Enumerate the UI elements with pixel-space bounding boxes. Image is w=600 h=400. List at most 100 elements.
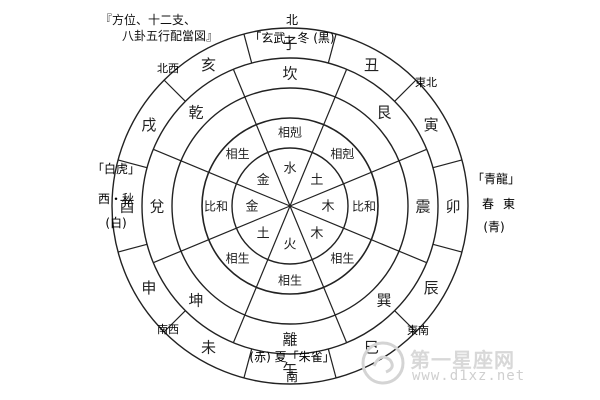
trigram-ring: [171, 87, 409, 325]
branch-label-申: 申: [141, 279, 156, 297]
watermark-url: www.d1xz.net: [412, 368, 526, 384]
branch-divider: [394, 79, 417, 102]
title-line-2: 八卦五行配當図』: [122, 29, 219, 43]
title-line-1: 『方位、十二支、: [100, 13, 197, 27]
relation-label-5: 相生: [226, 252, 250, 266]
element-label-6: 金: [245, 199, 258, 215]
relation-divider: [244, 96, 269, 153]
trigram-label-震: 震: [415, 197, 430, 215]
element-divider: [289, 152, 313, 207]
element-label-4: 火: [283, 238, 296, 253]
west-season-3: (白): [105, 215, 126, 230]
west-season-2: 西・秋: [98, 192, 134, 206]
branch-divider: [327, 348, 337, 379]
watermark: 第一星座网 www.d1xz.net: [360, 340, 580, 388]
branch-divider: [163, 79, 186, 102]
labels: 子丑寅卯辰巳午未申酉戌亥坎艮震巽離坤兌乾相剋相剋比和相生相生相生比和相生水土木木…: [119, 34, 460, 378]
element-divider: [267, 152, 291, 207]
trigram-divider: [232, 69, 246, 98]
south-season: (赤) 夏「朱雀」: [249, 350, 334, 364]
trigram-divider: [232, 314, 246, 343]
branch-divider: [243, 33, 253, 64]
trigram-divider: [334, 314, 348, 343]
outer-ring: [111, 27, 469, 385]
relation-divider: [244, 259, 269, 316]
element-divider: [289, 183, 344, 207]
spokes: [117, 33, 463, 379]
north-season: 「玄武」冬 (黒): [249, 30, 334, 45]
branch-divider: [432, 243, 463, 253]
zodiac-swirl-icon: [361, 341, 405, 385]
element-label-0: 水: [283, 162, 296, 177]
relation-divider: [343, 160, 400, 185]
relation-label-0: 相剋: [278, 125, 302, 139]
southwest-label: 南西: [157, 323, 179, 336]
trigram-label-兌: 兌: [149, 197, 164, 215]
relation-label-1: 相剋: [330, 147, 354, 161]
northwest-label: 北西: [157, 62, 179, 75]
trigram-divider: [334, 69, 348, 98]
branch-label-卯: 卯: [445, 197, 460, 215]
branch-divider: [163, 310, 186, 333]
south-label: 南: [286, 369, 298, 384]
element-label-2: 木: [321, 200, 334, 215]
element-divider: [289, 205, 344, 229]
trigram-label-離: 離: [282, 330, 297, 348]
relation-label-6: 比和: [204, 199, 228, 213]
element-divider: [289, 205, 313, 260]
relation-divider: [180, 227, 237, 252]
relation-divider: [343, 227, 400, 252]
east-season-4: (青): [483, 220, 504, 234]
trigram-label-巽: 巽: [377, 291, 392, 309]
branch-divider: [432, 159, 463, 169]
east-season-2: 春: [482, 197, 494, 211]
relation-label-7: 相生: [226, 147, 250, 161]
branch-label-戌: 戌: [141, 116, 156, 134]
trigram-divider: [153, 148, 182, 162]
relation-ring: [201, 117, 379, 295]
branch-label-寅: 寅: [424, 116, 439, 134]
relation-label-2: 比和: [352, 199, 376, 213]
element-label-7: 金: [257, 172, 270, 188]
relation-label-4: 相生: [278, 273, 302, 287]
element-divider: [236, 183, 291, 207]
element-label-1: 土: [310, 173, 323, 188]
watermark-text: 第一星座网: [410, 348, 515, 372]
branch-label-子: 子: [282, 34, 297, 52]
branch-label-未: 未: [201, 339, 216, 357]
branch-divider: [117, 243, 148, 253]
branch-divider: [243, 348, 253, 379]
branch-label-辰: 辰: [424, 279, 439, 297]
branch-divider: [117, 159, 148, 169]
element-divider: [267, 205, 291, 260]
west-season-1: 「白虎」: [92, 161, 140, 176]
trigram-label-坎: 坎: [282, 64, 297, 82]
east-season-3: 東: [503, 197, 515, 211]
element-divider: [236, 205, 291, 229]
branch-ring: [141, 57, 439, 355]
trigram-label-艮: 艮: [377, 103, 392, 121]
relation-divider: [311, 96, 336, 153]
diagram-title: 『方位、十二支、 八卦五行配當図』: [100, 12, 218, 44]
element-label-3: 木: [310, 227, 323, 242]
relation-divider: [180, 160, 237, 185]
branch-label-酉: 酉: [119, 197, 134, 215]
relation-divider: [311, 259, 336, 316]
trigram-label-乾: 乾: [188, 103, 203, 121]
trigram-divider: [398, 148, 427, 162]
branch-label-亥: 亥: [201, 56, 216, 74]
element-ring: [231, 147, 349, 265]
element-label-5: 土: [257, 227, 270, 242]
east-season-1: 「青龍」: [472, 171, 520, 186]
branch-label-午: 午: [282, 360, 297, 378]
branch-label-丑: 丑: [364, 56, 379, 74]
north-label: 北: [286, 13, 298, 27]
trigram-label-坤: 坤: [188, 291, 203, 309]
trigram-divider: [398, 250, 427, 264]
relation-label-3: 相生: [330, 252, 354, 266]
trigram-divider: [153, 250, 182, 264]
northeast-label: 東北: [415, 76, 437, 89]
branch-divider: [327, 33, 337, 64]
southeast-label: 東南: [407, 324, 429, 337]
